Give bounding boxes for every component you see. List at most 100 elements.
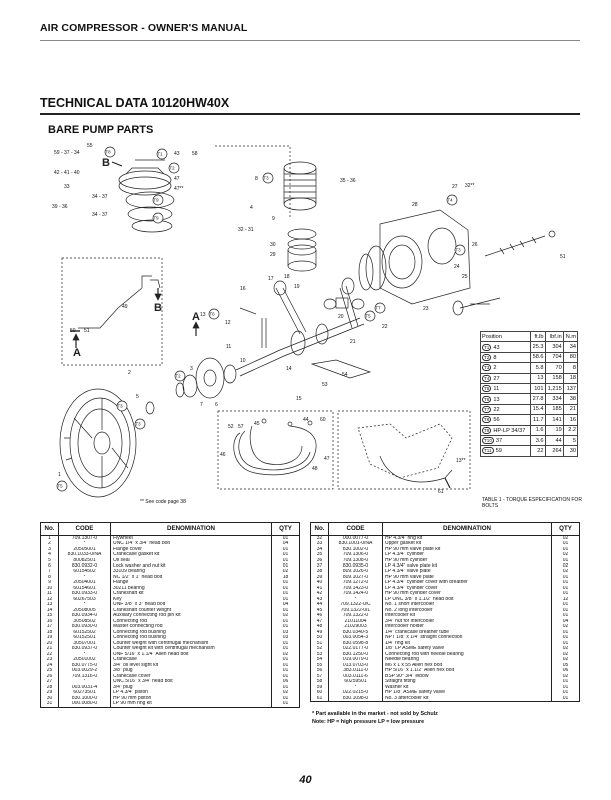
torque-marker-label: T2 — [482, 353, 492, 361]
svg-text:T3: T3 — [136, 422, 142, 427]
part-qty: 01 — [271, 646, 300, 652]
callout: 43 — [174, 151, 180, 157]
callout: 24 — [454, 264, 460, 270]
part-qty: 01 — [551, 629, 580, 636]
part-qty: 01 — [551, 640, 580, 647]
callout: 35 - 36 — [340, 178, 356, 184]
part-qty: 05 — [551, 662, 580, 669]
torque-markers: T8 T1 T2 T9 T9 T4 T3 T5 T7 T6 T2 T3 T3 T… — [56, 146, 466, 492]
aftercooler-frame — [337, 410, 471, 490]
see-code-note: ** See code page 38 — [140, 499, 186, 505]
part-qty: 02 — [551, 568, 580, 575]
crankcase — [358, 209, 556, 316]
part-qty: 01 — [551, 690, 580, 696]
torque-header-row: Position ft.lb lbf.in N.m — [480, 330, 579, 343]
callout: 49 — [122, 304, 128, 310]
torque-nm: 5 — [562, 434, 579, 447]
part-code: 830.1098-0 — [328, 695, 383, 703]
callout: 29 — [270, 252, 276, 258]
torque-nm: 80 — [562, 351, 579, 364]
svg-text:T6: T6 — [210, 312, 216, 317]
callout: 16 — [240, 286, 246, 292]
callout: 1 — [58, 472, 61, 478]
callout: 14 — [286, 366, 292, 372]
part-qty: 03 — [271, 629, 300, 636]
callout: 55 — [87, 143, 93, 149]
part-qty: 02 — [551, 673, 580, 680]
svg-text:T8: T8 — [106, 150, 112, 155]
callout: 53 — [322, 382, 328, 388]
torque-part-ref: 8 — [493, 354, 497, 361]
callout: 22 — [382, 324, 388, 330]
svg-text:A: A — [73, 347, 81, 359]
svg-text:B: B — [102, 157, 110, 169]
callout: 47** — [174, 186, 184, 192]
note-hp-lp: Note: HP = high pressure LP = low pressu… — [312, 719, 425, 725]
part-name: LP 90 mm ring kit — [110, 701, 272, 708]
part-qty: 02 — [551, 646, 580, 652]
torque-table-caption: TABLE 1 - TORQUE ESPECIFICATION FOR BOLT… — [482, 497, 582, 509]
part-qty: 01 — [271, 546, 300, 553]
torque-part-ref: 59 — [495, 448, 502, 455]
svg-text:T3: T3 — [118, 404, 124, 409]
intercooler-tubes — [233, 418, 317, 476]
callout: 45 — [254, 421, 260, 427]
part-qty: 01 — [271, 591, 300, 597]
callout: 20 — [338, 314, 344, 320]
torque-lbfin: 141 — [544, 414, 564, 426]
arrow-a-lower: A — [72, 333, 81, 359]
svg-text:T5: T5 — [58, 484, 64, 489]
torque-marker: T8 — [104, 146, 116, 158]
callout: 25 — [462, 274, 468, 280]
svg-text:T9: T9 — [154, 216, 160, 221]
callout: 47 — [324, 456, 330, 462]
part-qty: 01 — [271, 695, 300, 702]
torque-ftlb: 3.6 — [529, 434, 546, 447]
section-subtitle: BARE PUMP PARTS — [48, 124, 154, 136]
part-qty: 02 — [551, 563, 580, 569]
torque-marker: T9 — [152, 212, 164, 224]
torque-header-nm: N.m — [562, 330, 579, 343]
part-qty: 01 — [551, 546, 580, 553]
callout: 52 — [228, 424, 234, 430]
parts-header-row: No. CODE DENOMINATION QTY — [40, 522, 300, 536]
svg-text:B: B — [154, 302, 162, 314]
callout: 3 — [190, 366, 193, 372]
part-qty: 01 — [551, 574, 580, 581]
callout: 32** — [465, 183, 475, 189]
torque-part-ref: 56 — [493, 417, 500, 424]
torque-part-ref: 27 — [493, 375, 500, 382]
breather-tube — [78, 275, 152, 329]
svg-text:A: A — [192, 311, 200, 323]
torque-nm: 38 — [562, 393, 579, 405]
torque-marker: T2 — [168, 162, 180, 174]
callout: 34 - 37 — [92, 194, 108, 200]
callout: 42 - 41 - 40 — [54, 170, 80, 176]
